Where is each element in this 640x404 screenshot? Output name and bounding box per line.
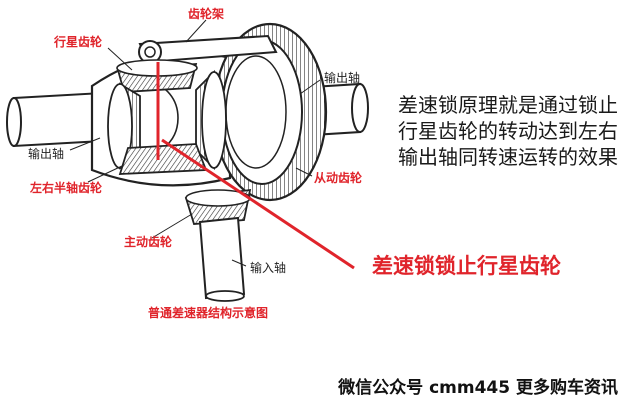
diagram-title: 普通差速器结构示意图 [148,304,268,321]
label-side-gear: 左右半轴齿轮 [30,182,102,194]
label-planet-gear: 行星齿轮 [54,36,102,48]
explanation-caption: 差速锁原理就是通过锁止行星齿轮的转动达到左右输出轴同转速运转的效果 [398,92,630,170]
label-output-shaft-right: 输出轴 [324,72,360,84]
label-carrier: 齿轮架 [188,8,224,20]
callout-text: 差速锁锁止行星齿轮 [372,250,561,280]
input-shaft [200,218,244,301]
label-output-shaft-left: 输出轴 [28,148,64,160]
drive-pinion-gear [186,190,250,224]
label-drive-gear: 主动齿轮 [124,236,172,248]
footer-watermark: 微信公众号 cmm445 更多购车资讯 [338,373,618,398]
label-driven-gear: 从动齿轮 [314,172,362,184]
label-input-shaft: 输入轴 [250,262,286,274]
